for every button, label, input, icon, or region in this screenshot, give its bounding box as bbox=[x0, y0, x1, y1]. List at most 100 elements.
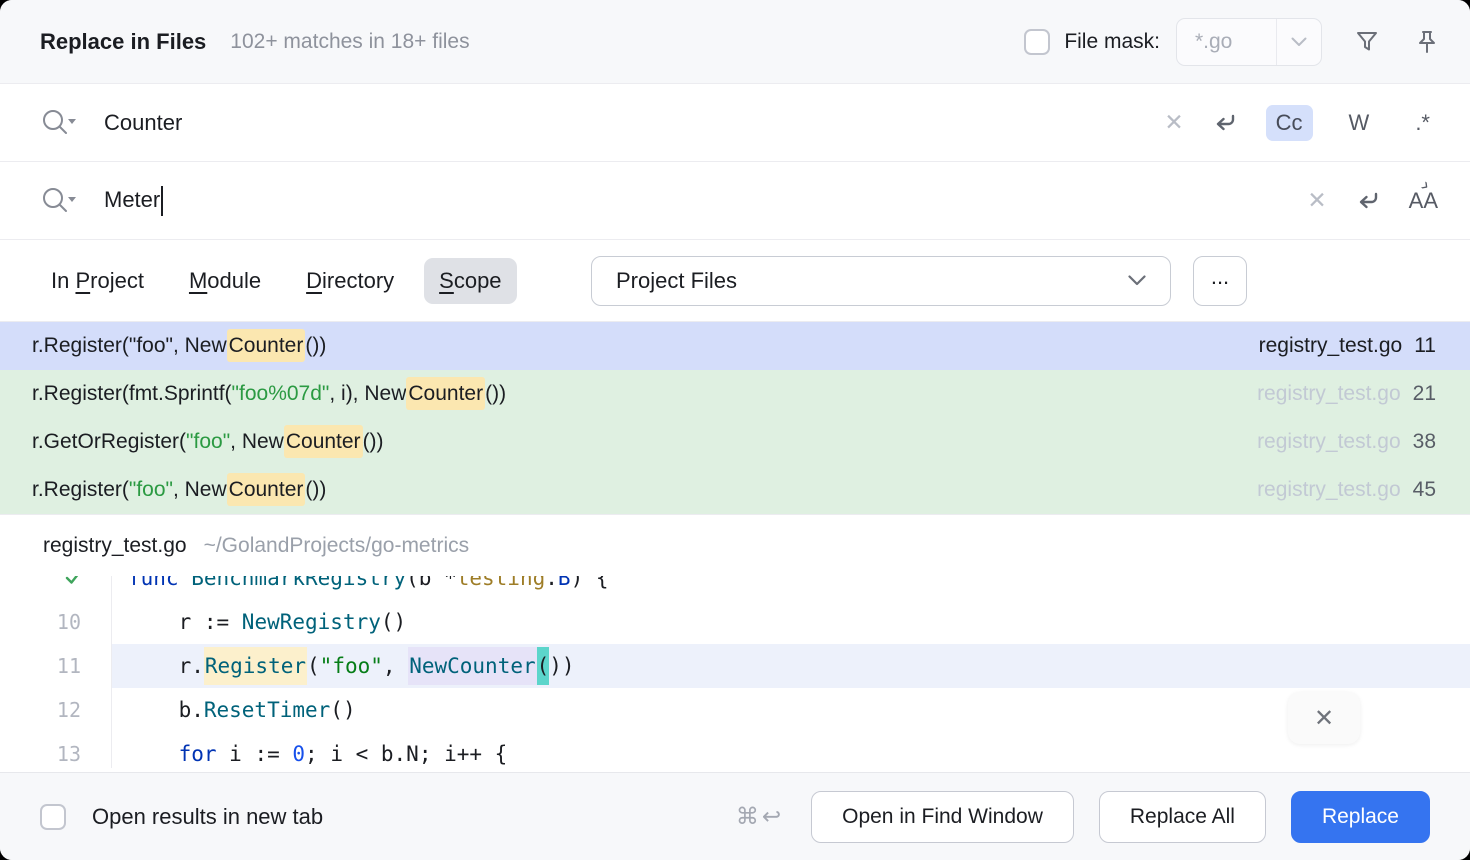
result-line-number: 11 bbox=[1414, 334, 1436, 357]
results-list: r.Register("foo", NewCounter())registry_… bbox=[0, 322, 1470, 514]
line-number: 11 bbox=[0, 644, 112, 688]
result-row[interactable]: r.Register("foo", NewCounter()) registry_… bbox=[0, 466, 1470, 514]
scope-selector-value: Project Files bbox=[616, 267, 738, 293]
result-line-number: 21 bbox=[1412, 382, 1436, 405]
new-line-icon[interactable] bbox=[1210, 108, 1240, 138]
scope-selector[interactable]: Project Files bbox=[591, 255, 1171, 306]
code-line[interactable]: func BenchmarkRegistry(b *testing.B) { bbox=[0, 576, 1470, 600]
preserve-case-toggle[interactable]: A›A bbox=[1408, 174, 1438, 213]
open-in-find-window-button[interactable]: Open in Find Window bbox=[811, 790, 1074, 843]
code-segment: Counter bbox=[283, 425, 363, 458]
code-segment: "foo" bbox=[186, 430, 231, 453]
line-number: 10 bbox=[0, 600, 112, 644]
code-segment: Counter bbox=[226, 329, 306, 362]
code-segment: Register bbox=[203, 647, 308, 685]
search-input[interactable]: Counter bbox=[104, 109, 183, 135]
code-line[interactable]: 11 r.Register("foo", NewCounter()) bbox=[0, 644, 1470, 688]
code-segment: ) { bbox=[570, 576, 609, 590]
code-line[interactable]: 12 b.ResetTimer() bbox=[0, 688, 1470, 732]
file-mask-checkbox[interactable] bbox=[1024, 28, 1051, 55]
code-line[interactable]: 13 for i := 0; i < b.N; i++ { bbox=[0, 732, 1470, 768]
result-file: registry_test.go bbox=[1257, 382, 1401, 405]
code-segment: ( bbox=[536, 647, 550, 685]
text-caret bbox=[161, 185, 164, 216]
new-line-icon[interactable] bbox=[1353, 186, 1383, 216]
result-row[interactable]: r.Register("foo", NewCounter())registry_… bbox=[0, 322, 1470, 370]
match-case-toggle[interactable]: Cc bbox=[1265, 104, 1313, 141]
code-segment: () bbox=[330, 698, 356, 722]
scope-tab-module[interactable]: Module bbox=[188, 267, 262, 293]
code-segment: Counter bbox=[406, 377, 486, 410]
search-icon[interactable] bbox=[40, 107, 78, 139]
code-segment: () bbox=[380, 610, 407, 634]
line-number: 12 bbox=[0, 688, 112, 732]
filter-icon[interactable] bbox=[1354, 29, 1380, 55]
result-line-number: 38 bbox=[1412, 430, 1436, 453]
code-segment: )) bbox=[549, 654, 575, 678]
open-results-label: Open results in new tab bbox=[92, 803, 324, 829]
result-row[interactable]: r.Register(fmt.Sprintf("foo%07d", i), Ne… bbox=[0, 370, 1470, 418]
code-segment: r.Register("foo", New bbox=[32, 334, 227, 357]
code-segment: "foo" bbox=[319, 654, 383, 678]
replace-icon[interactable] bbox=[40, 185, 78, 217]
file-mask-combo[interactable]: *.go bbox=[1176, 17, 1322, 66]
code-segment: Counter bbox=[226, 473, 306, 506]
scope-tab-in-project[interactable]: In Project bbox=[51, 267, 144, 293]
preview-header: registry_test.go ~/GolandProjects/go-met… bbox=[0, 514, 1470, 576]
code-segment: r.Register(fmt.Sprintf( bbox=[32, 382, 232, 405]
code-segment: "foo" bbox=[128, 478, 173, 501]
code-segment: ()) bbox=[305, 478, 327, 501]
pin-icon[interactable] bbox=[1414, 29, 1440, 55]
code-segment: ResetTimer bbox=[203, 698, 331, 722]
replace-button[interactable]: Replace bbox=[1290, 790, 1430, 843]
code-segment: (b * bbox=[406, 576, 457, 590]
more-options-button[interactable]: ... bbox=[1193, 255, 1247, 306]
code-preview: func BenchmarkRegistry(b *testing.B) {10… bbox=[0, 576, 1470, 768]
code-segment: "foo%07d" bbox=[231, 382, 330, 405]
code-line[interactable]: 10 r := NewRegistry() bbox=[0, 600, 1470, 644]
words-toggle[interactable]: W bbox=[1348, 109, 1370, 135]
file-mask-value: *.go bbox=[1195, 29, 1233, 53]
code-segment: , i), New bbox=[329, 382, 407, 405]
code-segment: NewRegistry bbox=[241, 610, 381, 634]
scope-tab-directory[interactable]: Directory bbox=[306, 267, 395, 293]
dialog-footer: Open results in new tab ⌘↩ Open in Find … bbox=[0, 772, 1470, 860]
result-row[interactable]: r.GetOrRegister("foo", NewCounter()) regi… bbox=[0, 418, 1470, 466]
code-segment: B bbox=[557, 576, 571, 590]
code-segment: . bbox=[545, 576, 558, 590]
code-segment bbox=[128, 742, 179, 766]
code-segment: b. bbox=[128, 698, 204, 722]
chevron-down-icon[interactable] bbox=[1277, 37, 1321, 47]
result-code: r.GetOrRegister("foo", NewCounter()) bbox=[32, 425, 384, 458]
close-preview-button[interactable]: ✕ bbox=[1288, 692, 1360, 744]
dialog-header: Replace in Files 102+ matches in 18+ fil… bbox=[0, 0, 1470, 84]
result-file: registry_test.go bbox=[1257, 430, 1401, 453]
replace-all-button[interactable]: Replace All bbox=[1098, 790, 1266, 843]
result-code: r.Register("foo", NewCounter()) bbox=[32, 473, 327, 506]
replace-input[interactable]: Meter bbox=[104, 185, 164, 216]
code-segment: r.Register( bbox=[32, 478, 129, 501]
clear-search-icon[interactable]: ✕ bbox=[1164, 109, 1184, 135]
clear-replace-icon[interactable]: ✕ bbox=[1307, 187, 1327, 213]
code-segment: , bbox=[382, 654, 409, 678]
scope-tab-scope[interactable]: Scope bbox=[424, 257, 517, 304]
result-code: r.Register(fmt.Sprintf("foo%07d", i), Ne… bbox=[32, 377, 507, 410]
regex-toggle[interactable]: .* bbox=[1415, 109, 1430, 135]
code-segment: ()) bbox=[485, 382, 507, 405]
code-segment: ()) bbox=[305, 334, 327, 357]
result-line-number: 45 bbox=[1412, 478, 1436, 501]
divider bbox=[1276, 18, 1277, 65]
line-number: 13 bbox=[0, 732, 112, 768]
result-file: registry_test.go bbox=[1257, 478, 1401, 501]
code-segment: func bbox=[128, 576, 192, 590]
open-results-checkbox[interactable] bbox=[40, 803, 66, 830]
code-segment: , New bbox=[230, 430, 284, 453]
code-segment: NewCounter bbox=[408, 647, 537, 685]
run-check-icon[interactable] bbox=[0, 576, 112, 600]
code-segment: , New bbox=[172, 478, 227, 501]
file-mask-label: File mask: bbox=[1064, 29, 1160, 53]
search-row: Counter ✕ Cc W .* bbox=[0, 84, 1470, 162]
code-segment: ( bbox=[307, 654, 320, 678]
preview-file-name: registry_test.go bbox=[43, 533, 187, 557]
